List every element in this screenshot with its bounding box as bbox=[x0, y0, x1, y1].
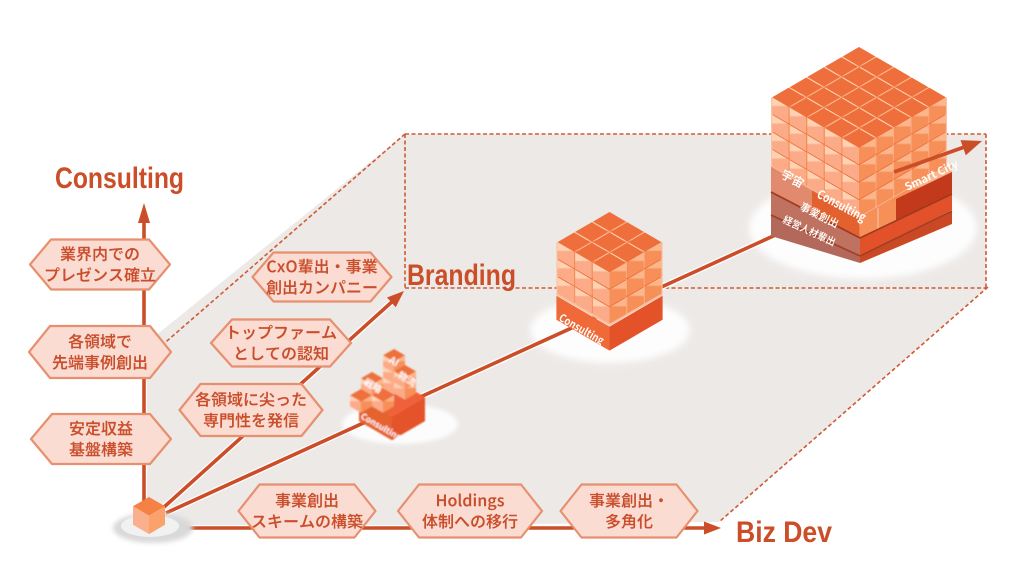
svg-text:Biz Dev: Biz Dev bbox=[736, 516, 832, 549]
svg-text:Consulting: Consulting bbox=[55, 162, 184, 195]
svg-text:Branding: Branding bbox=[407, 259, 516, 292]
